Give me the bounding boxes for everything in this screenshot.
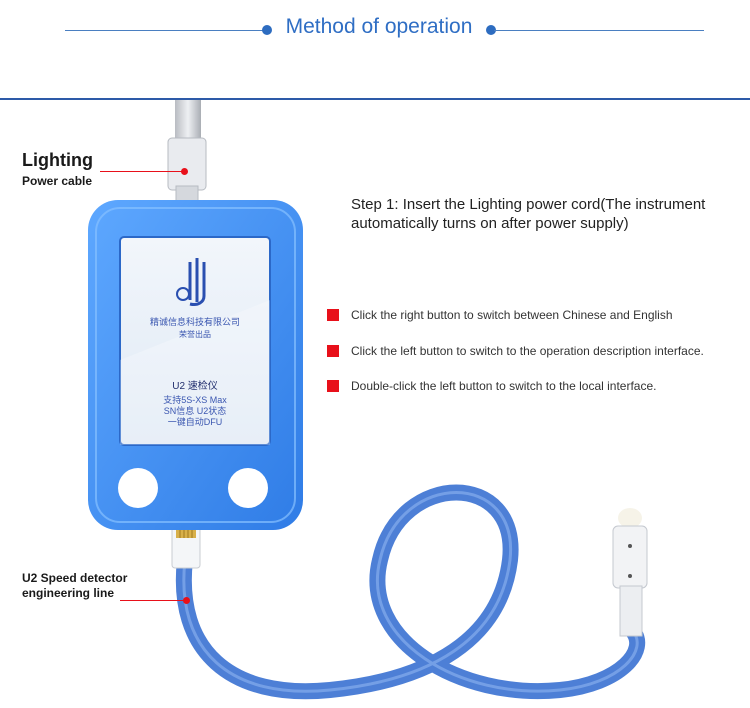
bullet-square-icon [327,309,339,321]
bullet-square-icon [327,345,339,357]
left-button-shape [118,468,158,508]
instruction-text: Click the right button to switch between… [351,308,673,322]
instruction-item: Double-click the left button to switch t… [327,378,727,396]
bullet-square-icon [327,380,339,392]
brand-logo [176,258,206,306]
screen-tagline: 荣誉出品 [179,330,211,339]
screen-line1: 支持5S-XS Max [163,395,227,405]
lightning-connector-right [612,508,648,637]
instruction-item: Click the right button to switch between… [327,307,727,325]
instruction-item: Click the left button to switch to the o… [327,343,727,361]
cable-label-title: Lighting [22,150,93,170]
screen-line3: 一键自动DFU [167,417,223,427]
instruction-text: Double-click the left button to switch t… [351,379,657,393]
rj45-plug [171,525,201,569]
header-divider [0,98,750,100]
engineering-label-1: U2 Speed detector [22,571,128,585]
cable-leader-line [100,171,184,172]
screen-line2: SN信息 U2状态 [163,406,227,416]
header-dot-left [262,25,272,35]
screen-company: 精诚信息科技有限公司 [149,317,240,327]
engineering-cable [175,484,646,700]
header-dot-right [486,25,496,35]
step-1-text: Step 1: Insert the Lighting power cord(T… [351,196,706,232]
right-button[interactable] [228,468,268,508]
page-title: Method of operation [285,15,473,38]
instruction-text: Click the left button to switch to the o… [351,344,704,358]
cable-leader-dot [181,168,188,175]
lightning-cable-top [167,100,207,209]
left-button[interactable] [118,468,158,508]
header-line-right [494,30,704,31]
engineering-leader-line [120,600,186,601]
device-screen [119,236,271,446]
engineering-label-2: engineering line [22,586,115,600]
right-button-shape [228,468,268,508]
engineering-leader-dot [183,597,190,604]
header-line-left [65,30,265,31]
cable-label-sub: Power cable [22,174,93,188]
screen-model: U2 速检仪 [172,381,218,392]
